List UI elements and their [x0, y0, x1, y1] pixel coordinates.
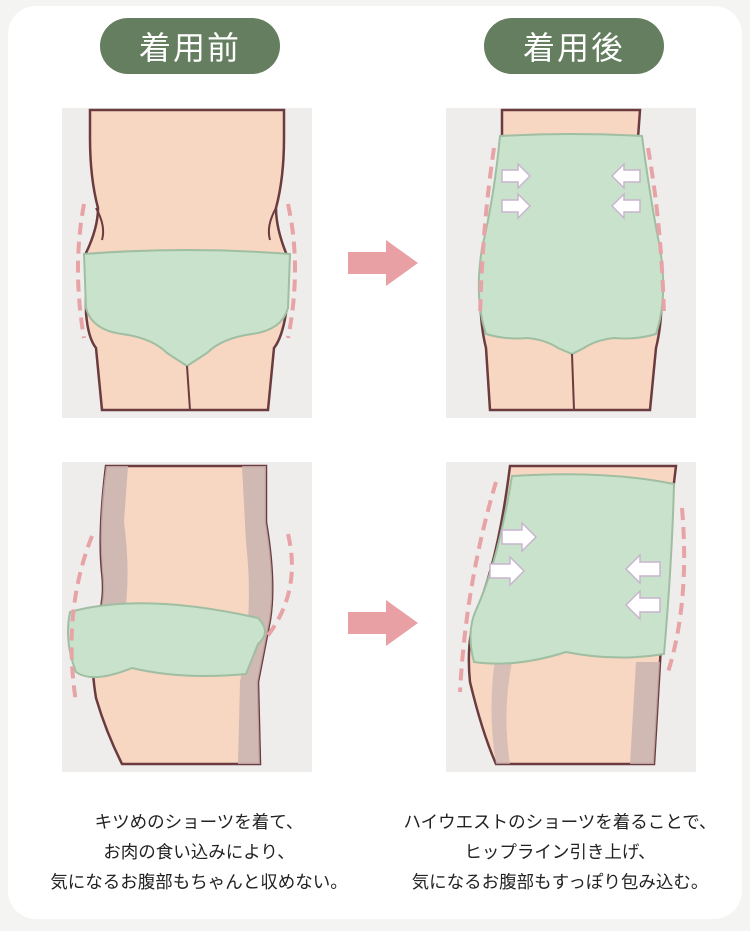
caption-after-line2: ヒップライン引き上げ、 — [464, 843, 656, 863]
caption-after: ハイウエストのショーツを着ることで、 ヒップライン引き上げ、 気になるお腹部もす… — [378, 808, 742, 898]
label-after: 着用後 — [484, 18, 664, 74]
caption-before-line1: キツめのショーツを着て、 — [94, 813, 304, 833]
caption-after-line1: ハイウエストのショーツを着ることで、 — [403, 813, 717, 833]
after-side-illustration — [446, 462, 696, 772]
caption-before: キツめのショーツを着て、 お肉の食い込みにより、 気になるお腹部もちゃんと収めな… — [24, 808, 374, 898]
before-side-illustration — [62, 462, 312, 772]
label-before: 着用前 — [100, 18, 280, 74]
after-side-figure — [458, 464, 687, 766]
arrow-right-icon — [348, 600, 418, 646]
after-front-figure — [477, 108, 666, 412]
squeeze-arrows-icon — [501, 162, 641, 220]
arrow-right-icon — [348, 240, 418, 286]
before-side-figure — [67, 464, 294, 766]
caption-after-line3: 気になるお腹部もすっぽり包み込む。 — [411, 873, 709, 893]
caption-before-line3: 気になるお腹部もちゃんと収めない。 — [50, 873, 348, 893]
after-front-illustration — [446, 108, 696, 418]
before-front-figure — [76, 108, 297, 412]
squeeze-arrows-icon — [489, 521, 661, 621]
caption-before-line2: お肉の食い込みにより、 — [103, 843, 295, 863]
before-front-illustration — [62, 108, 312, 418]
